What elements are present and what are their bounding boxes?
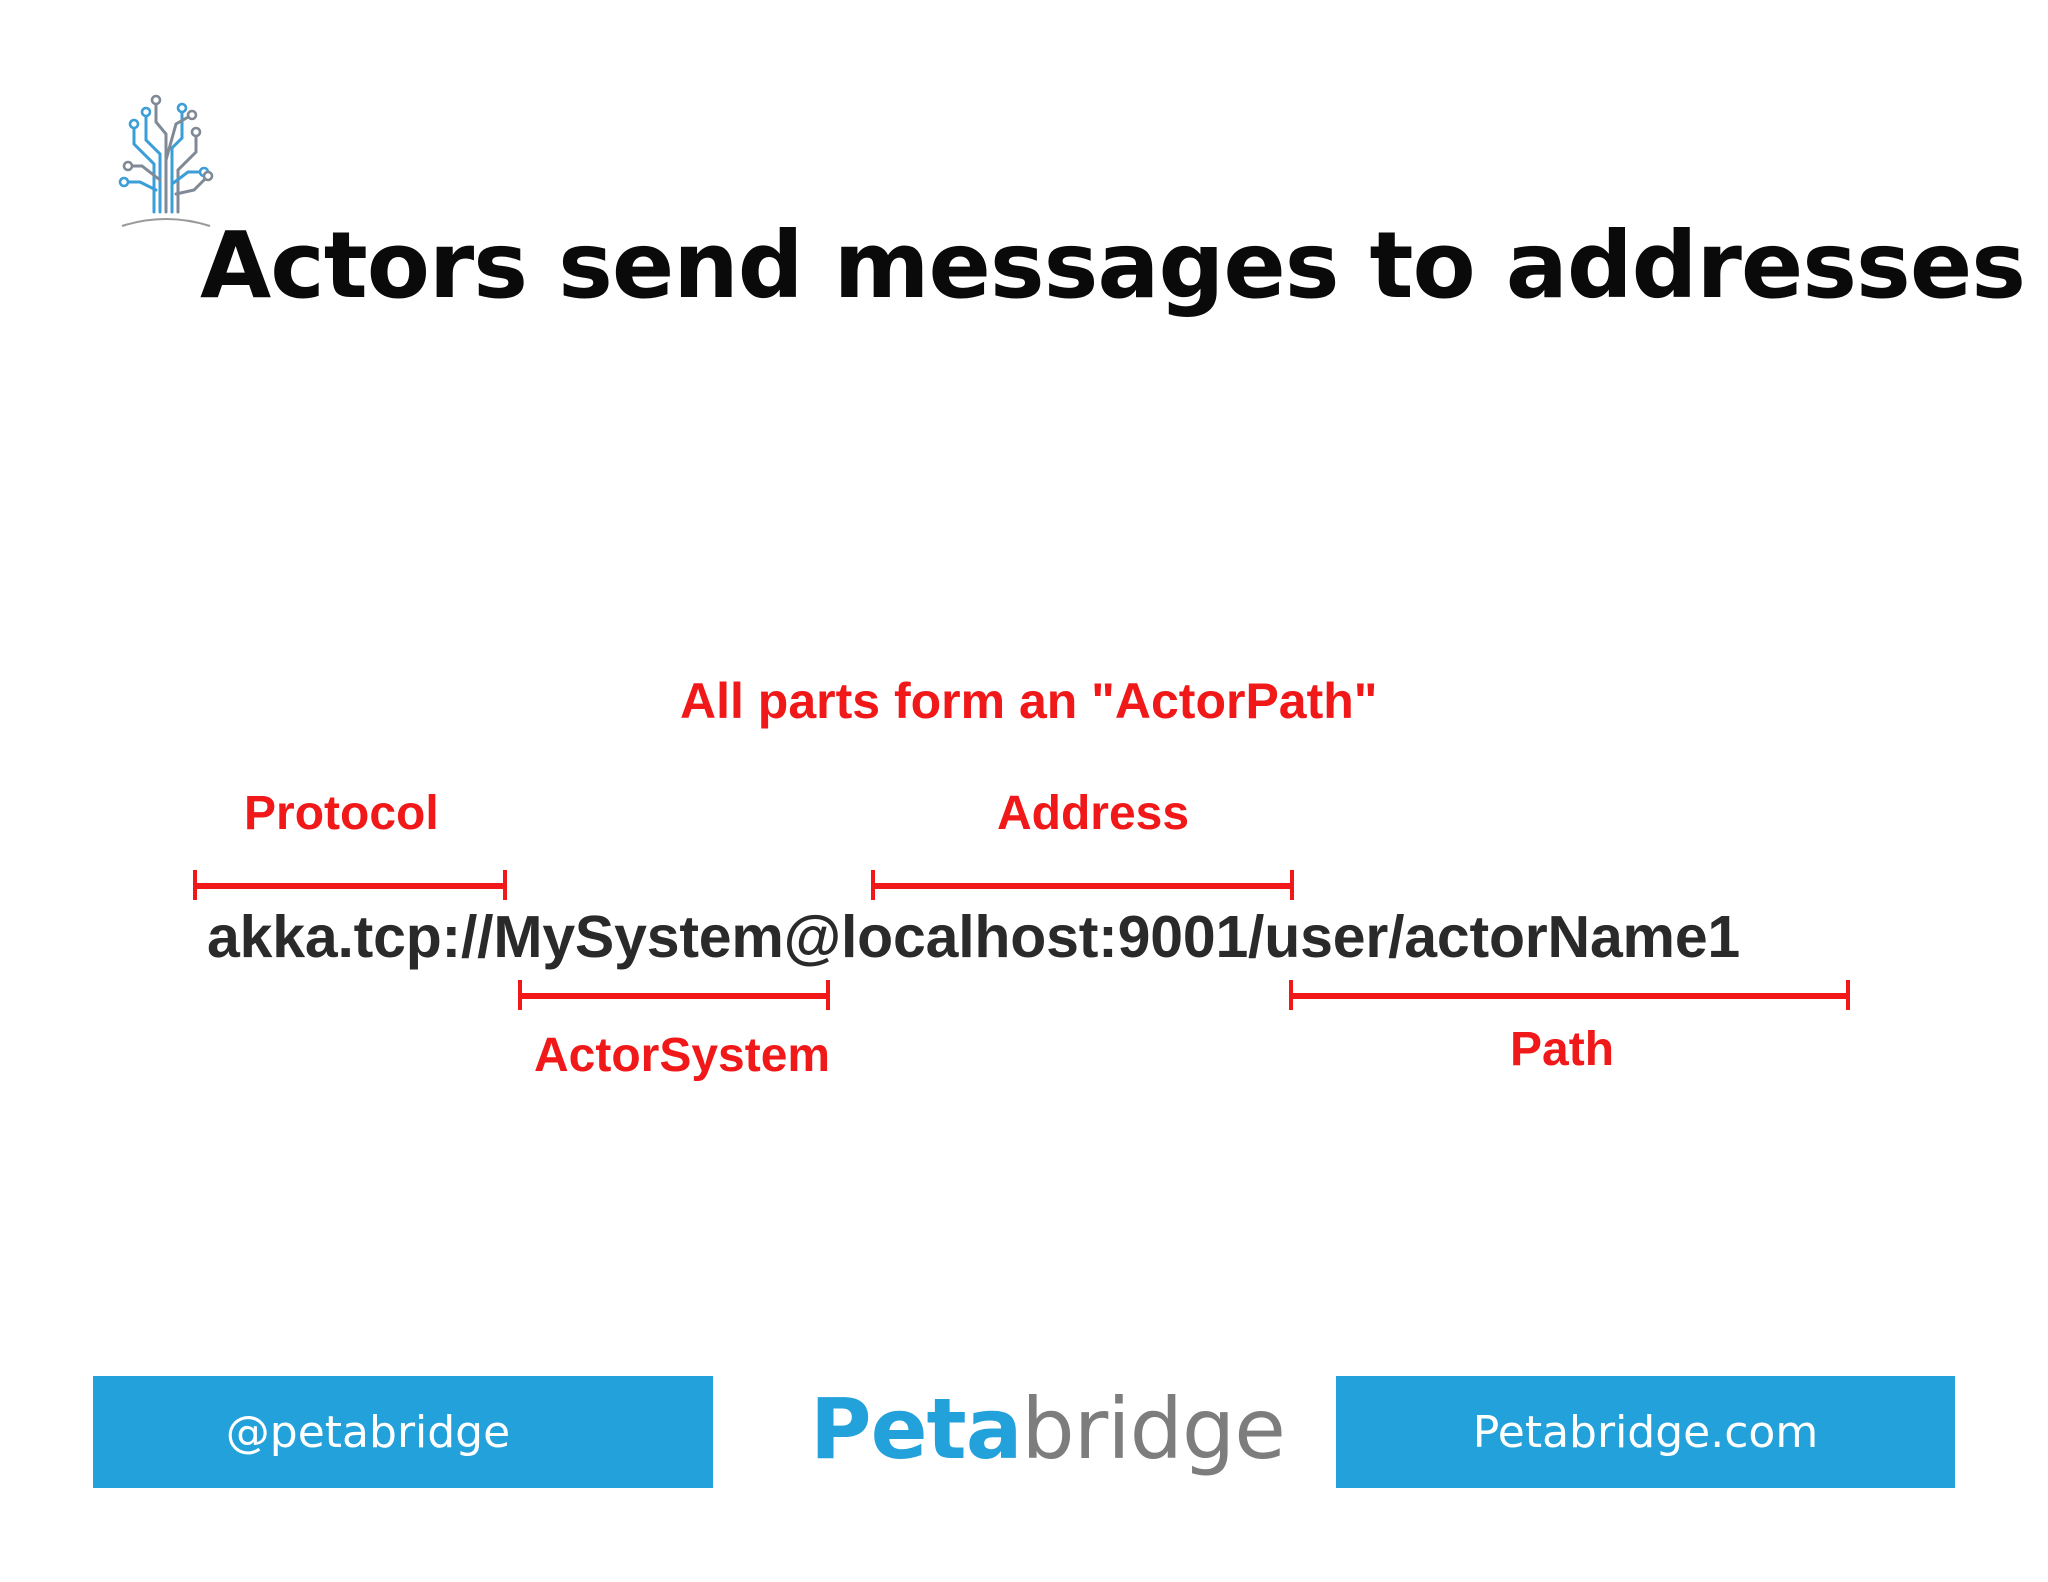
protocol-label: Protocol: [244, 787, 439, 840]
petabridge-logo: Petabridge: [810, 1380, 1286, 1478]
slide-title: Actors send messages to addresses: [200, 212, 2026, 319]
actorsystem-label: ActorSystem: [534, 1029, 831, 1082]
address-bracket: [871, 870, 1294, 900]
twitter-handle-link[interactable]: @petabridge: [93, 1376, 713, 1488]
actorsystem-bracket: [518, 980, 830, 1010]
address-label: Address: [997, 787, 1190, 840]
website-link[interactable]: Petabridge.com: [1336, 1376, 1955, 1488]
actor-path-url: akka.tcp://MySystem@localhost:9001/user/…: [207, 904, 1741, 970]
brand-name-part2: bridge: [1021, 1380, 1286, 1478]
path-label: Path: [1510, 1023, 1615, 1076]
circuit-tree-icon: [118, 94, 214, 227]
protocol-bracket: [193, 870, 507, 900]
path-bracket: [1289, 980, 1850, 1010]
brand-name-part1: Peta: [810, 1380, 1022, 1478]
actorpath-heading: All parts form an "ActorPath": [680, 673, 1378, 729]
